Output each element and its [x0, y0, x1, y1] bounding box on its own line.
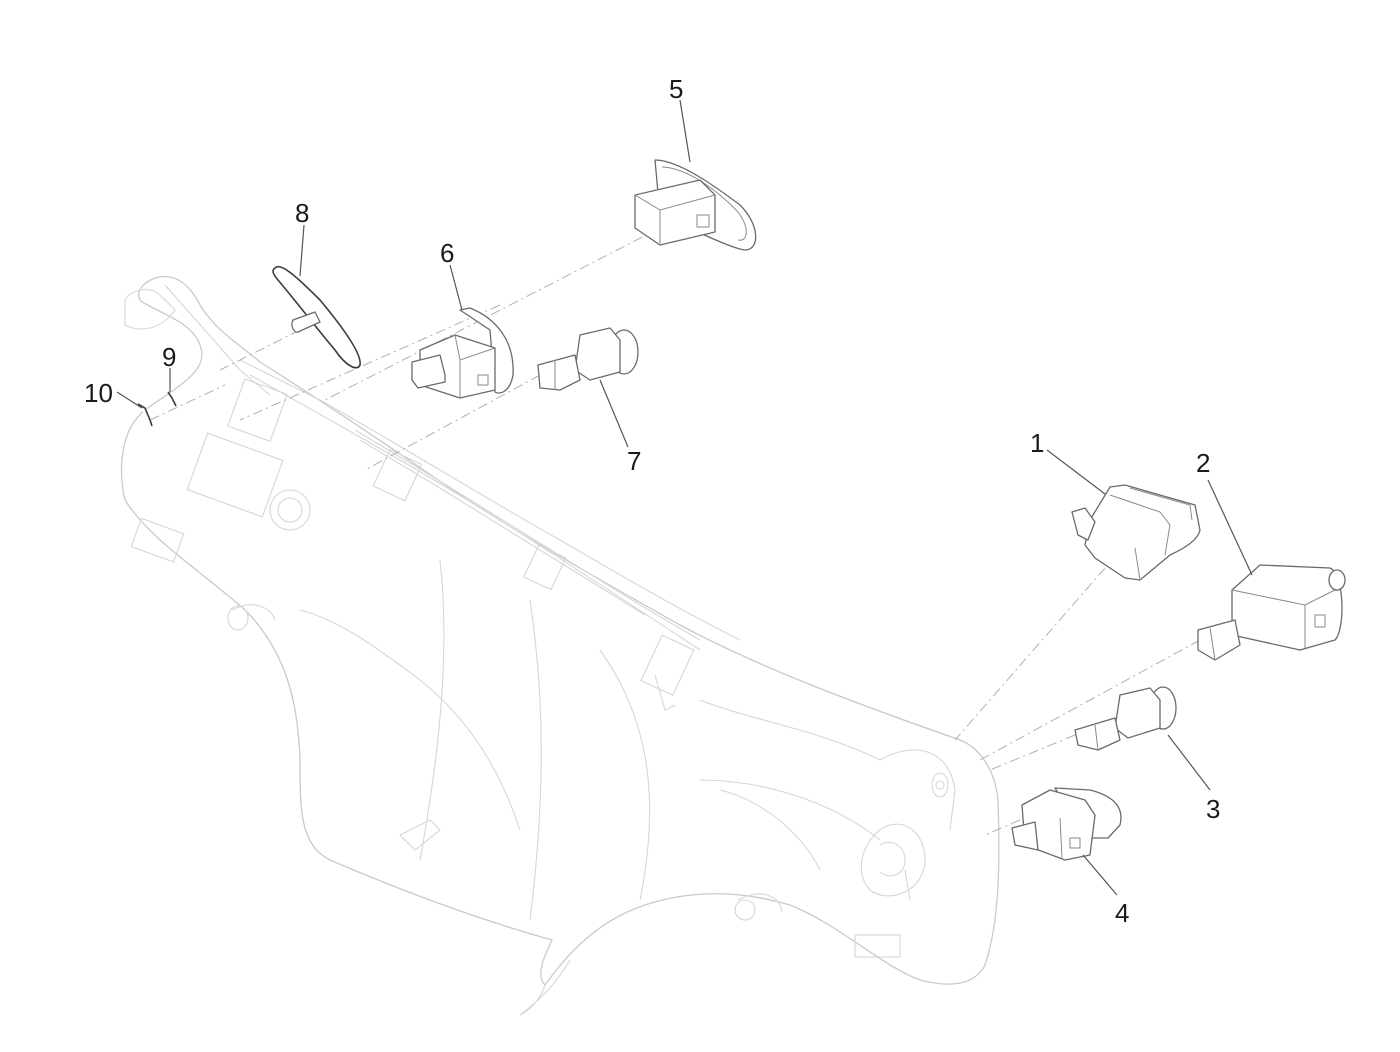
- assembly-lines: [149, 227, 1201, 836]
- assembly-line-6: [239, 304, 501, 421]
- leader-line-10: [116, 391, 143, 409]
- leader-lines: [116, 99, 1253, 896]
- part-10-clip[interactable]: [137, 403, 153, 427]
- part-9-clip[interactable]: [167, 391, 177, 407]
- leader-line-1: [1046, 449, 1106, 495]
- callout-4: 4: [1115, 898, 1129, 928]
- callout-9: 9: [162, 342, 176, 372]
- callout-6: 6: [440, 238, 454, 268]
- assembly-line-9-10: [149, 384, 226, 421]
- part-2-switch[interactable]: [1197, 564, 1346, 661]
- leader-line-7: [599, 379, 629, 448]
- leader-line-6: [449, 264, 463, 311]
- callout-3: 3: [1206, 794, 1220, 824]
- callout-8: 8: [295, 198, 309, 228]
- callout-10: 10: [84, 378, 113, 408]
- assembly-line-1: [954, 567, 1106, 741]
- part-3-push-button[interactable]: [1074, 686, 1177, 751]
- assembly-line-7: [364, 374, 541, 471]
- assembly-line-8: [219, 329, 301, 371]
- part-6-switch[interactable]: [411, 307, 514, 399]
- part-8-lever[interactable]: [272, 265, 361, 369]
- handlebar-rear-cover: [120, 275, 1000, 1016]
- assembly-line-5: [324, 227, 661, 401]
- callout-5: 5: [669, 74, 683, 104]
- callout-7: 7: [627, 446, 641, 476]
- callout-labels: 1 2 3 4 5 6 7 8 9 10: [84, 74, 1220, 928]
- part-7-push-button[interactable]: [537, 327, 639, 391]
- leader-line-3: [1167, 734, 1211, 791]
- leader-line-4: [1082, 854, 1118, 896]
- callout-2: 2: [1196, 448, 1210, 478]
- part-1-switch[interactable]: [1071, 484, 1201, 581]
- leader-line-8: [299, 224, 305, 277]
- callout-1: 1: [1030, 428, 1044, 458]
- part-4-switch[interactable]: [1011, 787, 1122, 861]
- assembly-line-3: [989, 734, 1076, 771]
- part-5-switch[interactable]: [634, 159, 757, 251]
- leader-line-2: [1207, 479, 1253, 576]
- assembly-line-2: [979, 639, 1201, 761]
- leader-line-5: [679, 99, 691, 163]
- assembly-line-4: [984, 819, 1021, 836]
